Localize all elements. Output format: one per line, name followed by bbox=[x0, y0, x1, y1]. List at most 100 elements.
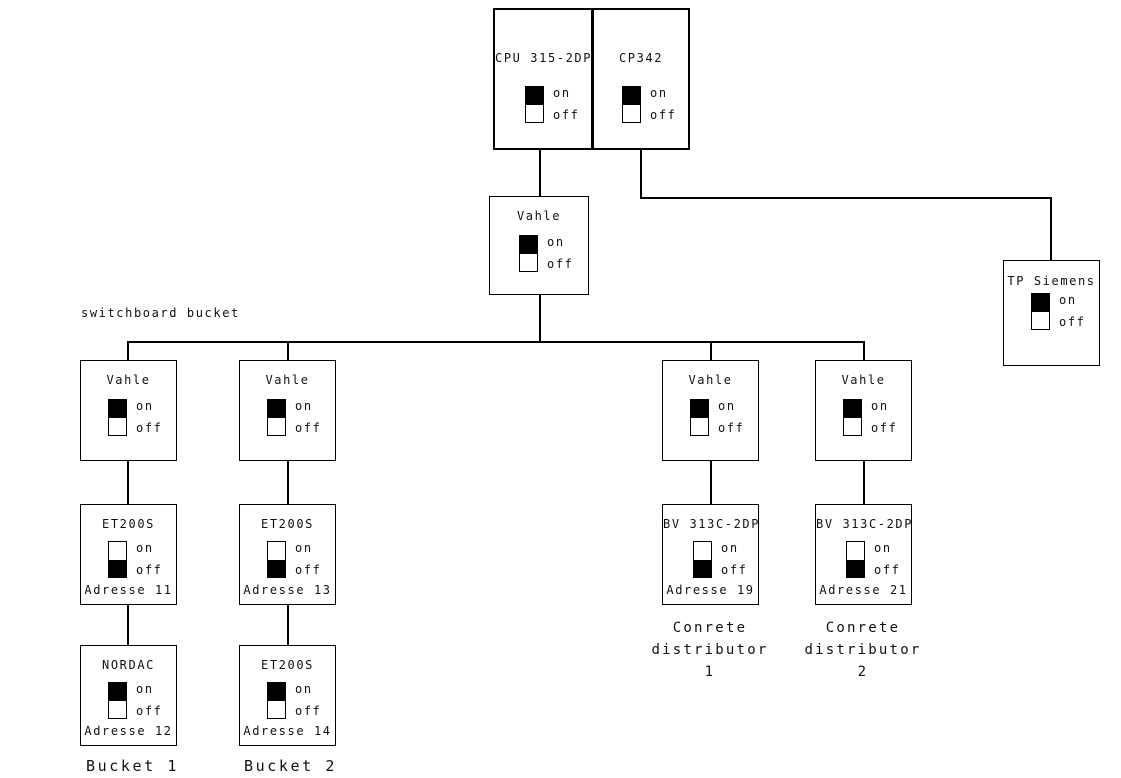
switch-cpu[interactable]: on off bbox=[525, 86, 579, 123]
switch-body[interactable] bbox=[519, 235, 538, 272]
switch-et200s-14[interactable]: on off bbox=[267, 682, 321, 719]
node-et200s-adresse-11[interactable]: ET200S on off Adresse 11 bbox=[80, 504, 177, 605]
switch-half-on bbox=[268, 542, 285, 560]
node-address: Adresse 13 bbox=[243, 583, 332, 597]
node-title: ET200S bbox=[102, 517, 155, 531]
node-address: Adresse 11 bbox=[84, 583, 173, 597]
switch-half-on bbox=[109, 683, 126, 701]
switch-body[interactable] bbox=[693, 541, 712, 578]
switch-half-on bbox=[623, 87, 640, 105]
switch-nordac-12[interactable]: on off bbox=[108, 682, 162, 719]
switch-body[interactable] bbox=[843, 399, 862, 436]
switch-body[interactable] bbox=[267, 399, 286, 436]
node-title: Vahle bbox=[841, 373, 886, 387]
wire-col2-a bbox=[287, 460, 289, 505]
wire-bus-drop-4 bbox=[863, 341, 865, 361]
switch-body[interactable] bbox=[690, 399, 709, 436]
switch-body[interactable] bbox=[267, 541, 286, 578]
switch-body[interactable] bbox=[108, 399, 127, 436]
switch-body[interactable] bbox=[622, 86, 641, 123]
switch-cp342[interactable]: on off bbox=[622, 86, 676, 123]
switch-on-label: on bbox=[295, 682, 313, 696]
switch-body[interactable] bbox=[108, 682, 127, 719]
node-vahle-3[interactable]: Vahle on off bbox=[662, 360, 759, 461]
switch-off-label: off bbox=[136, 421, 163, 435]
switch-vahle-main[interactable]: on off bbox=[519, 235, 573, 272]
node-title: TP Siemens bbox=[1007, 274, 1096, 288]
switch-off-label: off bbox=[1059, 315, 1086, 329]
node-vahle-1[interactable]: Vahle on off bbox=[80, 360, 177, 461]
switch-body[interactable] bbox=[1031, 293, 1050, 330]
conrete-distributor-1-label: Conrete distributor 1 bbox=[620, 617, 800, 683]
switch-off-label: off bbox=[547, 257, 574, 271]
switch-et200s-13[interactable]: on off bbox=[267, 541, 321, 578]
switch-tp-siemens[interactable]: on off bbox=[1031, 293, 1085, 330]
switch-body[interactable] bbox=[267, 682, 286, 719]
switch-half-off bbox=[268, 559, 285, 577]
node-vahle-2[interactable]: Vahle on off bbox=[239, 360, 336, 461]
wire-cp342-down bbox=[640, 149, 642, 198]
switch-half-on bbox=[268, 683, 285, 701]
node-vahle-main[interactable]: Vahle on off bbox=[489, 196, 589, 295]
bucket-1-label: Bucket 1 bbox=[86, 757, 180, 775]
distributor-1-line-3: 1 bbox=[704, 664, 716, 680]
switch-on-label: on bbox=[1059, 293, 1077, 307]
wire-col3-a bbox=[710, 460, 712, 505]
switch-vahle-2[interactable]: on off bbox=[267, 399, 321, 436]
wire-cp342-across bbox=[640, 197, 1052, 199]
switch-half-off bbox=[847, 559, 864, 577]
distributor-2-line-1: Conrete bbox=[825, 620, 901, 636]
switch-half-off bbox=[694, 559, 711, 577]
node-title: ET200S bbox=[261, 658, 314, 672]
switch-bv-19[interactable]: on off bbox=[693, 541, 747, 578]
switch-body[interactable] bbox=[525, 86, 544, 123]
wire-bus-drop-2 bbox=[287, 341, 289, 361]
node-address: Adresse 19 bbox=[666, 583, 755, 597]
node-vahle-4[interactable]: Vahle on off bbox=[815, 360, 912, 461]
node-title: CPU 315-2DP bbox=[495, 51, 593, 65]
node-title: Vahle bbox=[516, 209, 562, 223]
node-et200s-adresse-14[interactable]: ET200S on off Adresse 14 bbox=[239, 645, 336, 746]
switch-on-label: on bbox=[721, 541, 739, 555]
switch-half-on bbox=[691, 400, 708, 418]
switch-labels: on off bbox=[1059, 293, 1085, 330]
switch-on-label: on bbox=[136, 541, 154, 555]
wire-cpu-to-vahle bbox=[539, 149, 541, 197]
wire-vahle-to-bus bbox=[539, 295, 541, 342]
switch-labels: on off bbox=[136, 682, 162, 719]
switch-off-label: off bbox=[650, 108, 677, 122]
switch-labels: on off bbox=[547, 235, 573, 272]
node-cp342[interactable]: CP342 on off bbox=[592, 8, 690, 150]
node-bv-313c-2dp-adresse-21[interactable]: BV 313C-2DP on off Adresse 21 bbox=[815, 504, 912, 605]
switch-vahle-4[interactable]: on off bbox=[843, 399, 897, 436]
switch-labels: on off bbox=[874, 541, 900, 578]
node-cpu-315-2dp[interactable]: CPU 315-2DP on off bbox=[493, 8, 593, 150]
switch-vahle-3[interactable]: on off bbox=[690, 399, 744, 436]
node-title: BV 313C-2DP bbox=[816, 517, 914, 531]
switch-half-on bbox=[844, 400, 861, 418]
node-et200s-adresse-13[interactable]: ET200S on off Adresse 13 bbox=[239, 504, 336, 605]
switch-on-label: on bbox=[874, 541, 892, 555]
node-bv-313c-2dp-adresse-19[interactable]: BV 313C-2DP on off Adresse 19 bbox=[662, 504, 759, 605]
node-nordac-adresse-12[interactable]: NORDAC on off Adresse 12 bbox=[80, 645, 177, 746]
switch-half-on bbox=[109, 400, 126, 418]
switch-off-label: off bbox=[871, 421, 898, 435]
switch-half-off bbox=[526, 104, 543, 122]
switch-on-label: on bbox=[718, 399, 736, 413]
wire-col4-a bbox=[863, 460, 865, 505]
distributor-1-line-1: Conrete bbox=[672, 620, 748, 636]
switch-on-label: on bbox=[295, 399, 313, 413]
node-title: CP342 bbox=[618, 51, 664, 65]
switch-bv-21[interactable]: on off bbox=[846, 541, 900, 578]
node-address: Adresse 14 bbox=[243, 724, 332, 738]
switch-vahle-1[interactable]: on off bbox=[108, 399, 162, 436]
switch-half-on bbox=[109, 542, 126, 560]
switch-half-off bbox=[623, 104, 640, 122]
switch-body[interactable] bbox=[108, 541, 127, 578]
node-title: Vahle bbox=[106, 373, 151, 387]
switch-et200s-11[interactable]: on off bbox=[108, 541, 162, 578]
node-tp-siemens[interactable]: TP Siemens on off bbox=[1003, 260, 1100, 366]
switch-body[interactable] bbox=[846, 541, 865, 578]
node-title: BV 313C-2DP bbox=[663, 517, 761, 531]
